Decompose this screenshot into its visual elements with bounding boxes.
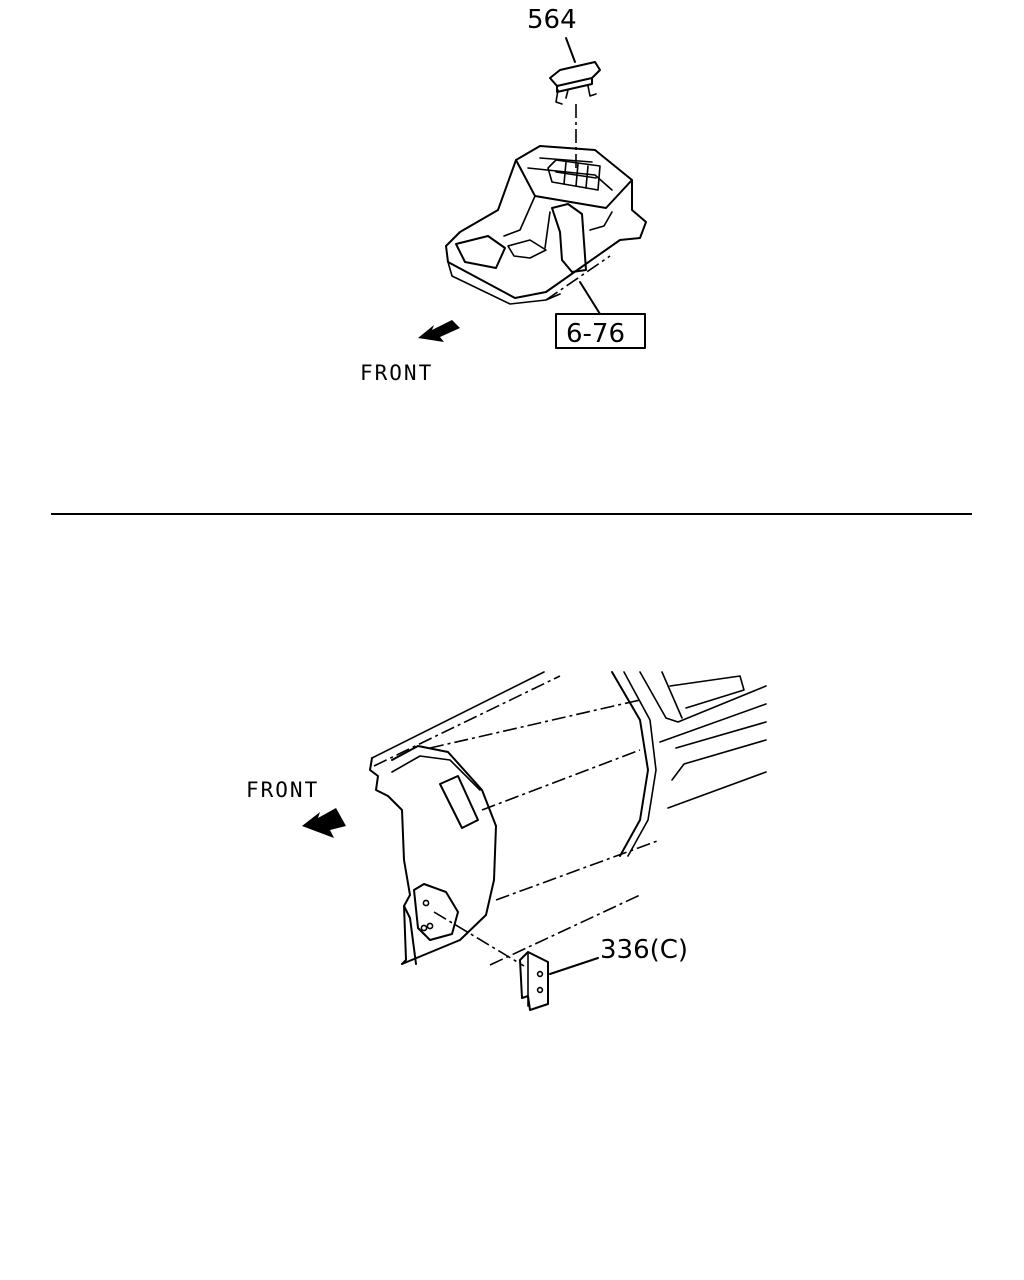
reference-label-6-76: 6-76 bbox=[566, 319, 625, 349]
front-label-bottom: FRONT bbox=[246, 778, 319, 802]
bracket-336c bbox=[519, 951, 549, 1011]
center-console bbox=[445, 145, 647, 305]
part-label-336c: 336(C) bbox=[600, 935, 688, 965]
reference-box bbox=[555, 313, 646, 349]
bottom-view: FRONT 336(C) bbox=[246, 671, 767, 1011]
cap-clip-564 bbox=[549, 61, 601, 105]
leader-336c bbox=[549, 957, 599, 975]
front-label-top: FRONT bbox=[360, 361, 433, 385]
instrument-panel bbox=[369, 671, 767, 966]
top-view: 564 bbox=[360, 5, 647, 385]
part-label-564: 564 bbox=[527, 5, 577, 35]
leader-6-76 bbox=[579, 281, 601, 315]
assembly-line-bottom bbox=[433, 911, 525, 967]
front-arrow-icon bbox=[418, 320, 460, 342]
front-arrow-icon-bottom bbox=[302, 808, 346, 838]
leader-564 bbox=[565, 37, 576, 63]
